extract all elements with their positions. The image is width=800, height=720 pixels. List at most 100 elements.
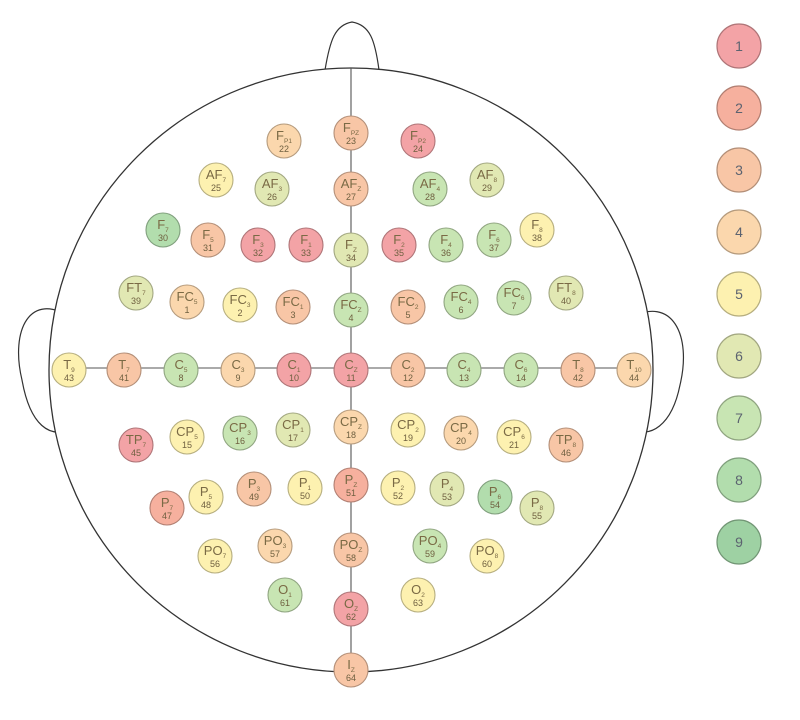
electrode-name: F (393, 232, 401, 247)
electrode-label: C1 (287, 357, 300, 374)
electrode-name: P (248, 476, 257, 491)
electrode-label: FP1 (276, 128, 292, 145)
electrode-label: PO7 (204, 543, 227, 560)
electrode-number: 37 (489, 243, 499, 253)
electrode-number: 23 (346, 136, 356, 146)
electrode-name: CP (397, 417, 415, 432)
electrode-number: 59 (425, 549, 435, 559)
electrode-marker (496, 280, 532, 316)
legend-swatch (716, 333, 762, 379)
electrode-number: 58 (346, 553, 356, 563)
electrode-subscript: P1 (284, 138, 292, 145)
electrode-label: F5 (202, 227, 214, 244)
electrode-name: C (457, 357, 466, 372)
electrode-name: I (347, 657, 351, 672)
electrode-marker (51, 352, 87, 388)
electrode-name: O (344, 596, 354, 611)
electrode-name: C (344, 357, 353, 372)
electrode-subscript: Z (358, 424, 362, 431)
electrode-subscript: 3 (247, 302, 251, 309)
electrode-number: 40 (561, 296, 571, 306)
electrode-number: 62 (346, 612, 356, 622)
electrode-number: 33 (301, 248, 311, 258)
electrode-name: PO (419, 533, 438, 548)
electrode-subscript: PZ (351, 130, 359, 137)
electrode-name: T (626, 357, 634, 372)
electrode-marker (149, 490, 185, 526)
electrode-label: AFZ (341, 176, 362, 193)
electrode-label: CP6 (503, 424, 525, 441)
electrode-name: CP (176, 424, 194, 439)
electrode-number: 30 (158, 233, 168, 243)
electrode-subscript: 3 (260, 242, 264, 249)
electrode-number: 3 (290, 310, 295, 320)
electrode-subscript: Z (357, 186, 361, 193)
electrode-name: P (200, 484, 209, 499)
electrode-label: PO3 (264, 533, 287, 550)
electrode-subscript: 2 (411, 367, 415, 374)
electrode-number: 24 (413, 144, 423, 154)
electrode-subscript: 2 (415, 304, 419, 311)
electrode-marker (380, 470, 416, 506)
legend-swatch (716, 23, 762, 69)
electrode-name: CP (229, 420, 247, 435)
electrode-label: C4 (457, 357, 470, 374)
legend-item-3: 3 (716, 147, 762, 193)
electrode-subscript: 3 (247, 430, 251, 437)
electrode-number: 48 (201, 500, 211, 510)
electrode-label: FC3 (230, 292, 251, 309)
electrode-name: C (231, 357, 240, 372)
electrode-name: AF (341, 176, 358, 191)
electrode-subscript: 5 (194, 299, 198, 306)
electrode-number: 19 (403, 433, 413, 443)
electrode-marker (220, 352, 256, 388)
electrode-name: FC (398, 294, 415, 309)
electrode-label: CPZ (340, 414, 362, 431)
electrode-marker (267, 577, 303, 613)
electrode-label: F7 (157, 217, 169, 234)
electrode-number: 39 (131, 296, 141, 306)
electrode-subscript: 7 (223, 177, 227, 184)
electrode-subscript: 4 (467, 367, 471, 374)
electrode-label: P5 (200, 484, 213, 501)
electrode-number: 49 (249, 492, 259, 502)
electrode-label: C2 (401, 357, 414, 374)
legend-label: 7 (735, 410, 743, 426)
electrode-number: 4 (348, 313, 353, 323)
electrode-number: 43 (64, 373, 74, 383)
electrode-number: 32 (253, 248, 263, 258)
legend-swatch (716, 85, 762, 131)
electrode-label: CP4 (450, 420, 472, 437)
electrode-number: 7 (511, 301, 516, 311)
electrode-marker (188, 479, 224, 515)
electrode-marker (190, 222, 226, 258)
legend-item-9: 9 (716, 519, 762, 565)
electrode-label: AF3 (262, 176, 283, 193)
electrode-subscript: 8 (495, 553, 499, 560)
electrode-label: P7 (161, 495, 174, 512)
electrode-subscript: 3 (241, 367, 245, 374)
electrode-name: FC (230, 292, 247, 307)
electrode-label: C3 (231, 357, 244, 374)
electrode-marker (443, 415, 479, 451)
electrode-label: P2 (392, 475, 405, 492)
electrode-subscript: 7 (143, 442, 147, 449)
electrode-marker (106, 352, 142, 388)
